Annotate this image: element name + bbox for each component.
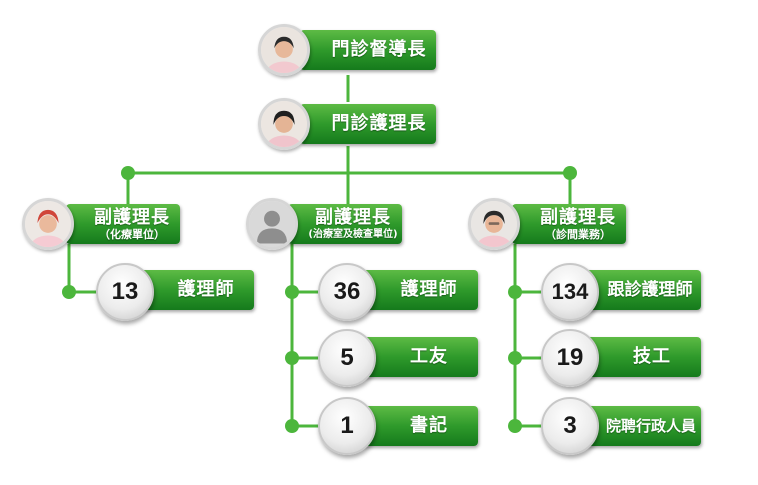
deputy-title: 副護理長 — [540, 206, 616, 228]
deputy-avatar-chemo — [22, 198, 74, 250]
connector-dot — [508, 285, 522, 299]
staff-count-circle: 5 — [318, 329, 376, 387]
head-title: 門診督導長 — [331, 39, 427, 60]
manager-avatar — [258, 98, 310, 150]
deputy-avatar-clinic — [468, 198, 520, 250]
staff-count-circle: 134 — [541, 263, 599, 321]
staff-role: 工友 — [410, 346, 448, 367]
staff-role: 護理師 — [400, 279, 458, 300]
head-box: 門診督導長 — [300, 30, 436, 70]
deputy-unit: （診間業務） — [545, 227, 611, 241]
placeholder-avatar-icon — [246, 198, 298, 250]
connector-dot — [285, 285, 299, 299]
deputy-title: 副護理長 — [315, 206, 391, 228]
connector-dot — [563, 166, 577, 180]
connector-dot — [285, 351, 299, 365]
connector-dot — [285, 419, 299, 433]
connector-dot — [508, 419, 522, 433]
staff-role: 技工 — [633, 346, 671, 367]
deputy-box-chemo: 副護理長 （化療單位） — [66, 204, 180, 244]
staff-role: 書記 — [410, 415, 448, 436]
manager-title: 門診護理長 — [331, 113, 427, 134]
staff-count-circle: 19 — [541, 329, 599, 387]
deputy-box-treatment: 副護理長 (治療室及檢查單位) — [288, 204, 402, 244]
head-avatar — [258, 24, 310, 76]
staff-count-circle: 36 — [318, 263, 376, 321]
staff-role: 護理師 — [177, 279, 235, 300]
connector-dot — [121, 166, 135, 180]
connector-dot — [62, 285, 76, 299]
staff-count-circle: 1 — [318, 397, 376, 455]
deputy-unit: (治療室及檢查單位) — [308, 228, 398, 240]
deputy-title: 副護理長 — [94, 206, 170, 228]
staff-role: 院聘行政人員 — [605, 417, 696, 435]
deputy-unit: （化療單位） — [99, 227, 165, 241]
deputy-box-clinic: 副護理長 （診間業務） — [512, 204, 626, 244]
staff-count-circle: 13 — [96, 263, 154, 321]
manager-box: 門診護理長 — [300, 104, 436, 144]
staff-role: 跟診護理師 — [607, 280, 693, 300]
connector-dot — [508, 351, 522, 365]
staff-count-circle: 3 — [541, 397, 599, 455]
